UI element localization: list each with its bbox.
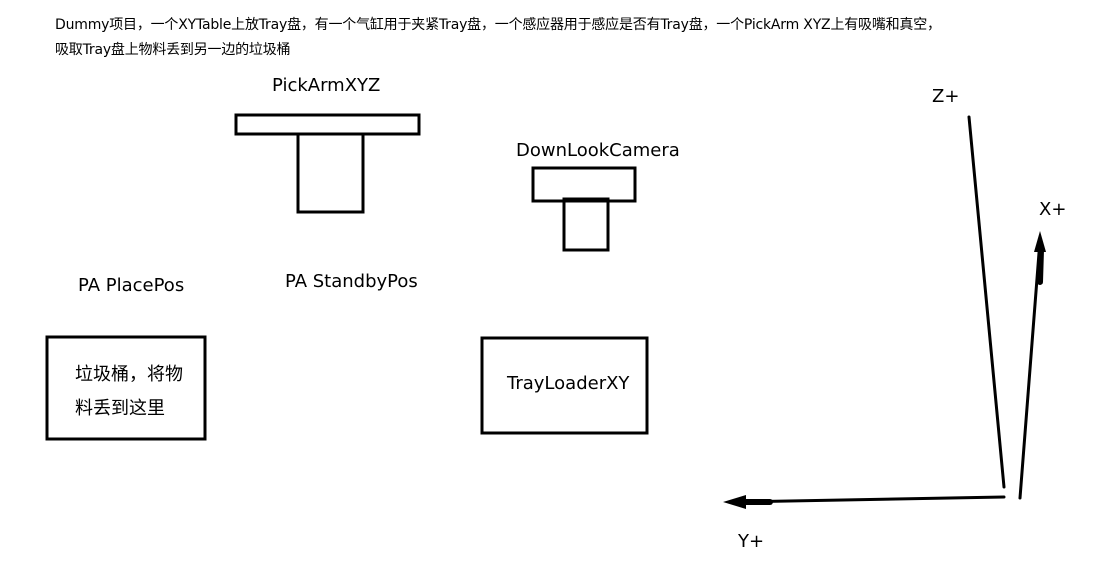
pickarm-label: PickArmXYZ xyxy=(272,75,381,96)
y-axis-label: Y+ xyxy=(738,531,765,552)
trash-bin-text-line-1: 垃圾桶，将物 xyxy=(75,364,183,385)
camera-lens xyxy=(562,197,610,252)
camera-body xyxy=(531,166,637,203)
trash-bin-text-line-2: 料丢到这里 xyxy=(75,398,165,419)
x-axis-label: X+ xyxy=(1039,199,1067,220)
description-line-2: 吸取Tray盘上物料丢到另一边的垃圾桶 xyxy=(55,42,291,58)
description-text: Dummy项目，一个XYTable上放Tray盘，有一个气缸用于夹紧Tray盘，… xyxy=(55,13,1075,63)
trayloader-label: TrayLoaderXY xyxy=(507,373,630,394)
camera-shape xyxy=(531,166,637,252)
placepos-label: PA PlacePos xyxy=(78,275,185,296)
camera-label: DownLookCamera xyxy=(516,140,680,161)
trash-bin-box xyxy=(45,335,207,441)
trash-bin-text: 垃圾桶，将物 料丢到这里 xyxy=(75,358,183,426)
pickarm-beam xyxy=(234,113,421,136)
pickarm-head xyxy=(296,132,365,214)
standbypos-label: PA StandbyPos xyxy=(285,271,418,292)
x-axis-line xyxy=(1018,238,1042,500)
x-axis-thick-segment xyxy=(1037,247,1044,285)
trayloader-box xyxy=(480,336,649,435)
x-axis-arrowhead xyxy=(1034,231,1046,252)
pickarm-shape xyxy=(234,113,421,214)
z-axis-line xyxy=(967,115,1006,489)
y-axis-arrowhead xyxy=(723,495,746,509)
y-axis-line xyxy=(731,495,1006,504)
description-line-1: Dummy项目，一个XYTable上放Tray盘，有一个气缸用于夹紧Tray盘，… xyxy=(55,17,941,33)
coordinate-axes xyxy=(731,115,1044,505)
z-axis-label: Z+ xyxy=(932,86,960,107)
